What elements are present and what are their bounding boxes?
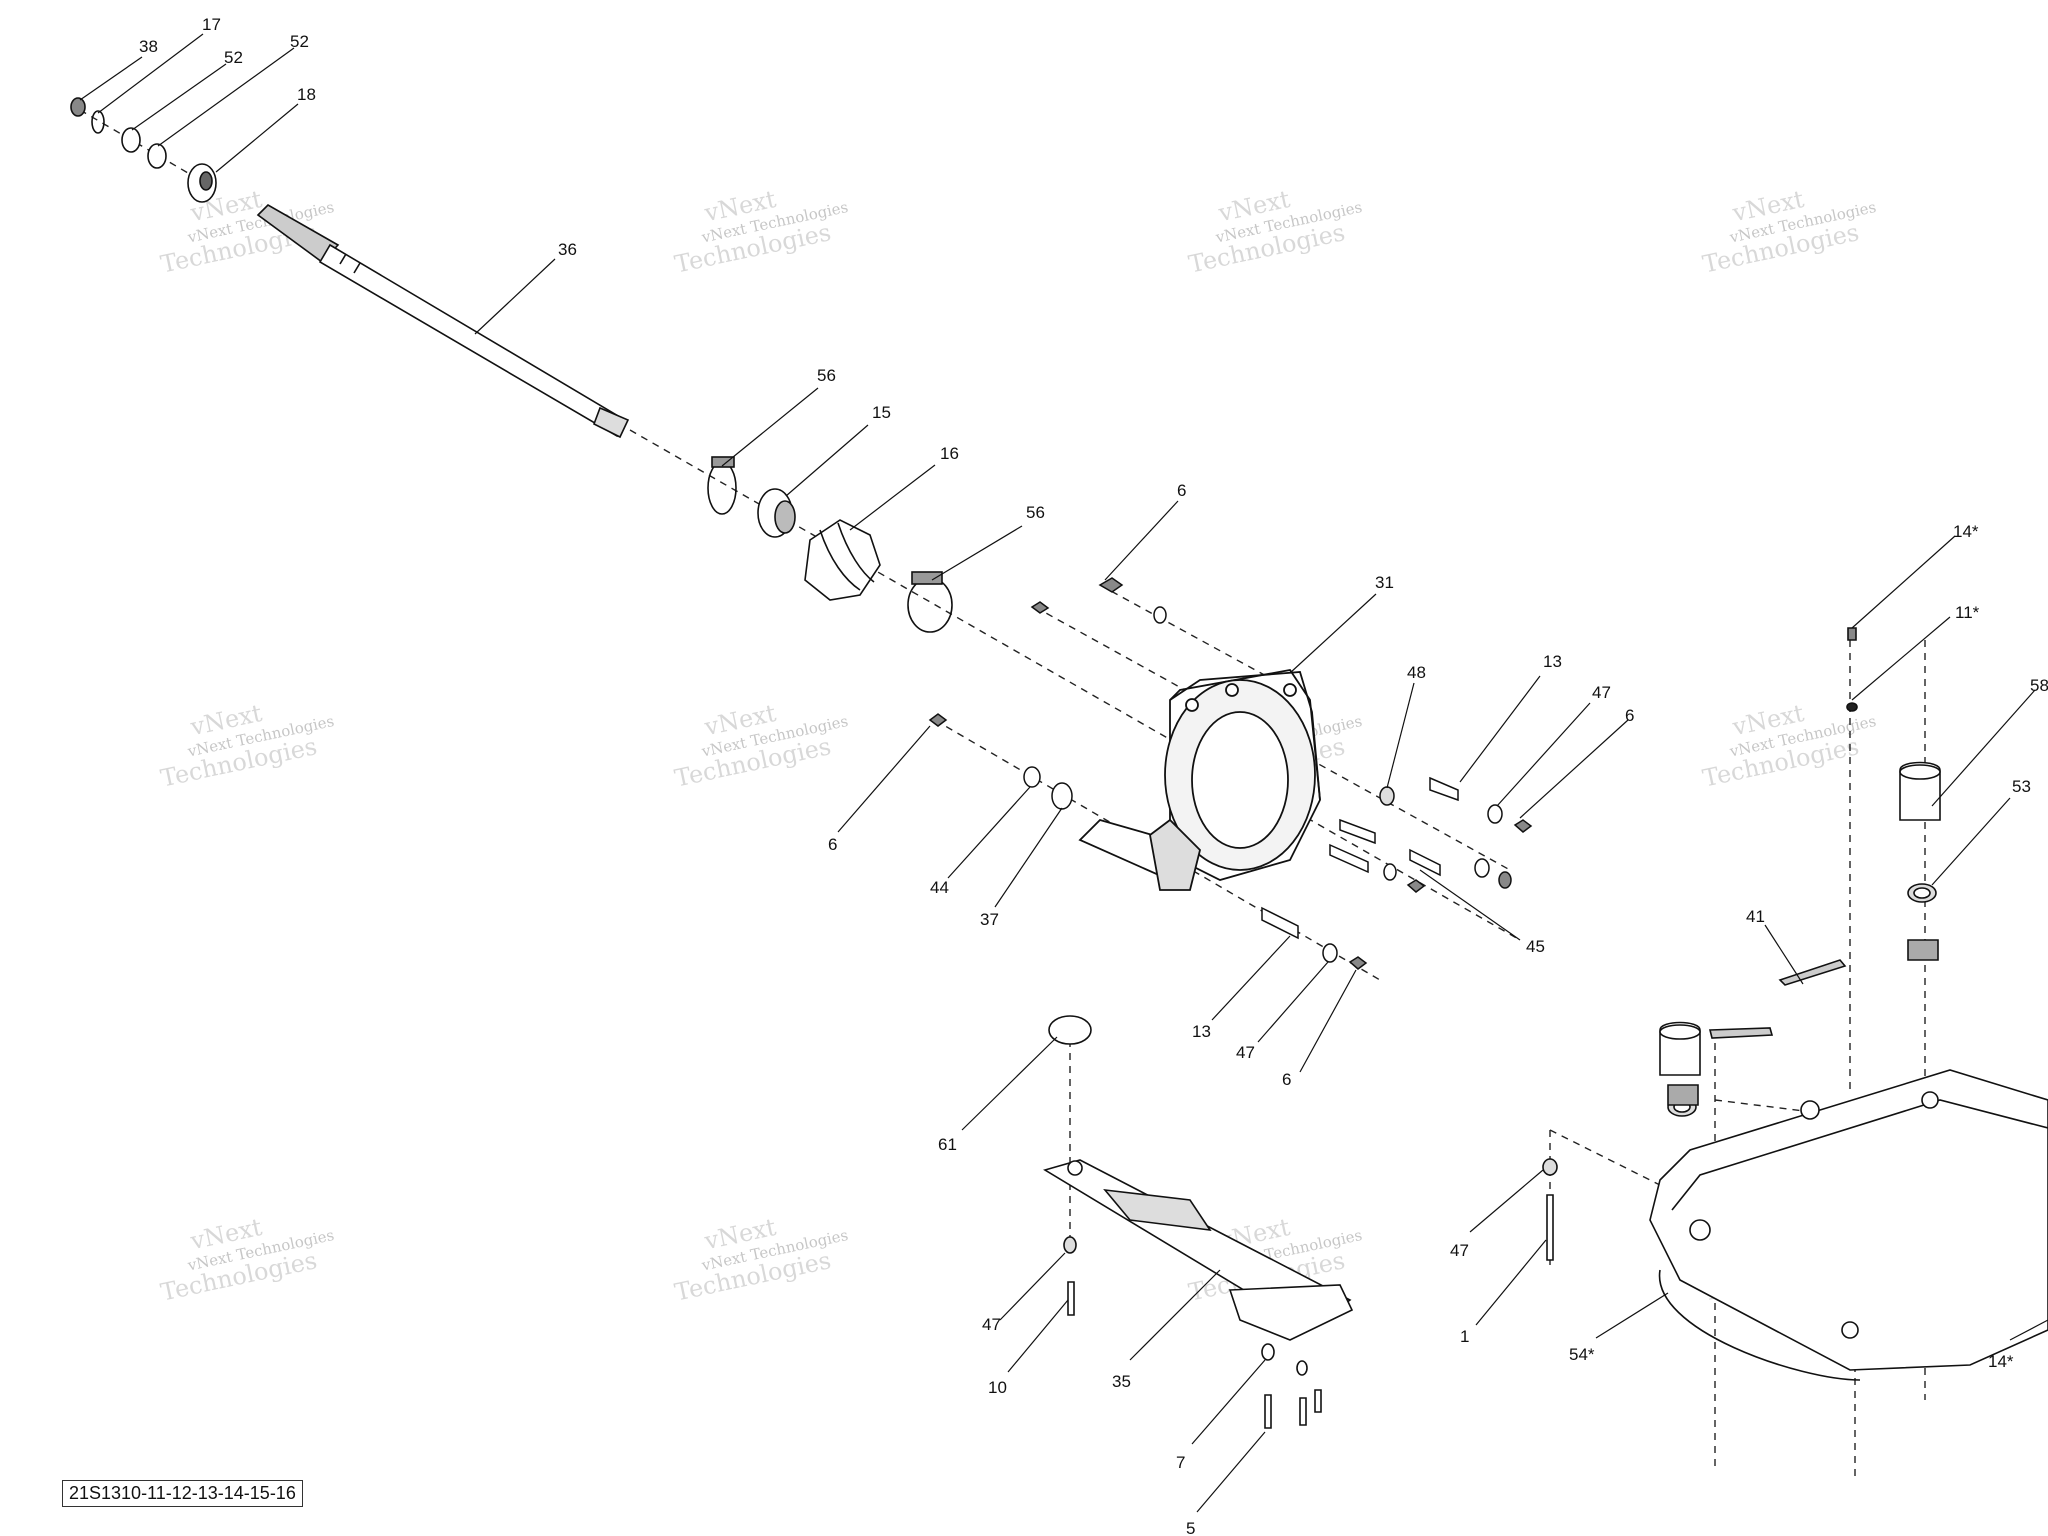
shim-41b xyxy=(1708,1027,1774,1039)
callout-10: 10 xyxy=(988,1378,1007,1397)
washer-11 xyxy=(1846,702,1858,712)
washer-37 xyxy=(1051,782,1073,810)
callout-labels: 38 17 52 52 18 36 56 15 16 56 6 31 48 13… xyxy=(139,15,2048,1536)
callout-47: 47 xyxy=(982,1315,1001,1334)
callout-48: 48 xyxy=(1407,663,1426,682)
callout-47: 47 xyxy=(1236,1043,1255,1062)
drive-shaft-group xyxy=(70,97,630,439)
boot-16 xyxy=(804,519,881,601)
stud-13a xyxy=(1429,776,1459,802)
callout-1: 1 xyxy=(1460,1327,1469,1346)
washer-44 xyxy=(1023,766,1041,788)
ring-52a xyxy=(121,127,141,153)
watermarks: vNext vNext Technologies Technologies vN… xyxy=(158,185,1877,1307)
callout-47: 47 xyxy=(1592,683,1611,702)
shim-41a xyxy=(1778,959,1847,986)
callout-15: 15 xyxy=(872,403,891,422)
stud-45 xyxy=(1409,848,1441,877)
callout-44: 44 xyxy=(930,878,949,897)
callout-6: 6 xyxy=(1177,481,1186,500)
callout-17: 17 xyxy=(202,15,221,34)
washer-6-top xyxy=(1153,606,1167,624)
nut-6b xyxy=(1348,956,1368,970)
boot-group xyxy=(707,456,953,633)
callout-52: 52 xyxy=(224,48,243,67)
housing-31 xyxy=(1078,669,1321,891)
nut-38 xyxy=(70,97,86,117)
callout-6: 6 xyxy=(828,835,837,854)
nut-6a xyxy=(1513,819,1533,833)
washer-48 xyxy=(1379,786,1395,806)
callout-35: 35 xyxy=(1112,1372,1131,1391)
callout-61: 61 xyxy=(938,1135,957,1154)
cap-61 xyxy=(1048,1015,1092,1045)
figure-code-label: 21S1310-11-12-13-14-15-16 xyxy=(62,1480,303,1507)
callout-41: 41 xyxy=(1746,907,1765,926)
callout-5: 5 xyxy=(1186,1519,1195,1536)
nut-6-left xyxy=(928,713,948,727)
ring-52b xyxy=(147,143,167,169)
callout-53: 53 xyxy=(2012,777,2031,796)
callout-36: 36 xyxy=(558,240,577,259)
callout-56: 56 xyxy=(817,366,836,385)
fasteners xyxy=(928,577,1533,970)
callout-18: 18 xyxy=(297,85,316,104)
callout-7: 7 xyxy=(1176,1453,1185,1472)
callout-13: 13 xyxy=(1543,652,1562,671)
gasket-54 xyxy=(1659,1269,1861,1381)
callout-56: 56 xyxy=(1026,503,1045,522)
callout-52: 52 xyxy=(290,32,309,51)
callout-6: 6 xyxy=(1282,1070,1291,1089)
callout-54: 54* xyxy=(1569,1345,1595,1364)
callout-47: 47 xyxy=(1450,1241,1469,1260)
bracket-35 xyxy=(1043,1015,1354,1429)
screw-14-top xyxy=(1847,627,1857,641)
callout-38: 38 xyxy=(139,37,158,56)
shaft-spline-end xyxy=(256,204,340,264)
callout-31: 31 xyxy=(1375,573,1394,592)
base-plate-group xyxy=(1542,627,2048,1381)
drive-shaft-36 xyxy=(318,243,627,438)
washer-47a xyxy=(1487,804,1503,824)
callout-11: 11* xyxy=(1955,603,1980,622)
stud-13b xyxy=(1261,906,1299,940)
callout-6: 6 xyxy=(1625,706,1634,725)
circlip-17 xyxy=(91,110,105,134)
callout-45: 45 xyxy=(1526,937,1545,956)
clamp-56b xyxy=(907,577,953,633)
callout-14: 14* xyxy=(1953,522,1979,541)
callout-16: 16 xyxy=(940,444,959,463)
callout-37: 37 xyxy=(980,910,999,929)
callout-58: 58 xyxy=(2030,676,2048,695)
washer-47b xyxy=(1322,943,1338,963)
callout-13: 13 xyxy=(1192,1022,1211,1041)
callout-14: 14* xyxy=(1988,1352,2014,1371)
leader-lines xyxy=(79,33,2048,1513)
